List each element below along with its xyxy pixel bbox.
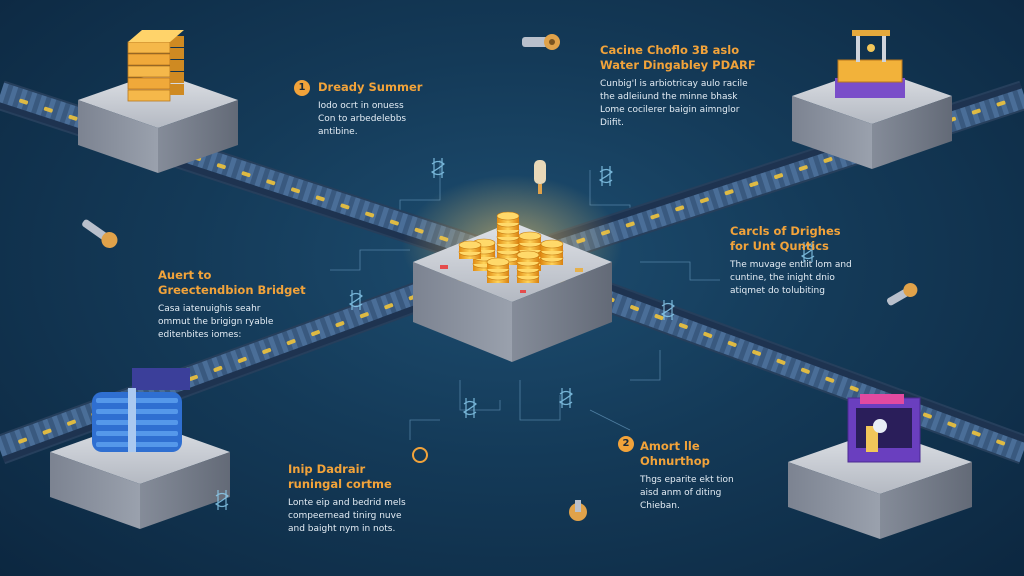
description-line: Iodo ocrt in onuess — [318, 101, 404, 111]
description-line: Thgs eparite ekt tion — [640, 475, 734, 485]
title-line: Greectendbion Bridget — [158, 283, 306, 297]
crane-box-icon — [835, 30, 905, 98]
label-description: Lonte eip and bedrid mels compeernead ti… — [288, 497, 406, 536]
title-line: Carcls of Drighes — [730, 224, 841, 238]
circuit-line-icon — [459, 380, 501, 411]
label-description: Cunbig'l is arbiotricay aulo racile the … — [600, 78, 756, 130]
circuit-line-icon — [640, 261, 720, 281]
currency-symbol-icon — [598, 166, 613, 186]
label-description: Thgs eparite ekt tion aisd anm of diting… — [640, 474, 734, 513]
label-description: Iodo ocrt in onuess Con to arbedelebbs a… — [318, 100, 422, 139]
step-marker — [412, 447, 428, 463]
step-number-1: 1 — [294, 80, 310, 96]
title-line: Ohnurthop — [640, 454, 710, 468]
center-platform — [402, 175, 622, 362]
blue-wrapped-package-icon — [92, 368, 190, 452]
key-icon — [522, 34, 560, 50]
circuit-line-icon — [330, 249, 410, 271]
label-title: Dready Summer — [318, 80, 423, 94]
currency-symbol-icon — [462, 398, 477, 418]
label-title: Amort lle Ohnurthop — [640, 439, 734, 469]
title-line: Cacine Choflo 3B aslo — [600, 43, 740, 57]
label-top-right: Cacine Choflo 3B aslo Water Dingabley PD… — [600, 43, 756, 130]
platform-top-left — [78, 30, 238, 173]
platform-bottom-left — [50, 368, 230, 529]
currency-symbol-icon — [558, 388, 573, 408]
description-line: the adleiiund the minne bhask — [600, 92, 738, 102]
description-line: Con to arbedelebbs — [318, 114, 407, 124]
description-line: aisd anm of diting — [640, 488, 722, 498]
label-title: Cacine Choflo 3B aslo Water Dingabley PD… — [600, 43, 756, 73]
circuit-line-icon — [409, 419, 440, 440]
circuit-line-icon — [519, 380, 561, 421]
label-top-left: Dready Summer Iodo ocrt in onuess Con to… — [318, 80, 422, 139]
title-line: runingal cortme — [288, 477, 392, 491]
label-mid-left: Auert to Greectendbion Bridget Casa iate… — [158, 268, 306, 342]
step-number-2: 2 — [618, 436, 634, 452]
title-line: Auert to — [158, 268, 212, 282]
server-stack-icon — [127, 30, 184, 102]
description-line: atiqmet do tolubiting — [730, 286, 825, 296]
label-title: Auert to Greectendbion Bridget — [158, 268, 306, 298]
label-bottom-right: Amort lle Ohnurthop Thgs eparite ekt tio… — [640, 439, 734, 513]
description-line: and baight nym in nots. — [288, 524, 396, 534]
currency-symbol-icon — [430, 158, 445, 178]
title-line: Amort lle — [640, 439, 700, 453]
description-line: compeernead tinirg nuve — [288, 511, 402, 521]
description-line: cuntine, the inight dnio — [730, 273, 835, 283]
label-title: Inip Dadrair runingal cortme — [288, 462, 406, 492]
label-bottom-left: Inip Dadrair runingal cortme Lonte eip a… — [288, 462, 406, 536]
description-line: Chieban. — [640, 501, 680, 511]
currency-symbol-icon — [214, 490, 229, 510]
label-description: Casa iatenuighis seahr ommut the brigign… — [158, 303, 306, 342]
circuit-line-icon — [630, 350, 661, 381]
wrench-icon — [886, 283, 918, 306]
description-line: Diifit. — [600, 118, 624, 128]
description-line: Casa iatenuighis seahr — [158, 304, 261, 314]
description-line: editenbites iomes: — [158, 330, 242, 340]
currency-symbol-icon — [800, 242, 815, 262]
floating-objects — [82, 34, 918, 521]
platform-top-right — [792, 30, 952, 169]
purple-arcade-machine-icon — [847, 394, 921, 463]
wrench-icon — [569, 500, 587, 521]
currency-symbol-icon — [348, 290, 363, 310]
description-line: antibine. — [318, 127, 358, 137]
label-mid-right: Carcls of Drighes for Unt Quntics The mu… — [730, 224, 852, 298]
corner-platforms — [50, 30, 972, 539]
title-line: Inip Dadrair — [288, 462, 366, 476]
currency-symbol-icon — [534, 160, 546, 194]
title-line: Water Dingabley PDARF — [600, 58, 756, 72]
label-title: Carcls of Drighes for Unt Quntics — [730, 224, 852, 254]
description-line: Cunbig'l is arbiotricay aulo racile — [600, 79, 748, 89]
title-line: for Unt Quntics — [730, 239, 829, 253]
currency-symbol-icon — [214, 158, 815, 510]
platform-bottom-right — [788, 394, 972, 539]
currency-symbol-icon — [660, 300, 675, 320]
wrench-icon — [82, 219, 118, 249]
description-line: Lome cocilerer baigin aimnglor — [600, 105, 740, 115]
label-description: The muvage entlit lom and cuntine, the i… — [730, 259, 852, 298]
description-line: ommut the brigign ryable — [158, 317, 274, 327]
gold-coin-stack-icon — [458, 211, 564, 283]
description-line: Lonte eip and bedrid mels — [288, 498, 406, 508]
circuit-line-icon — [589, 409, 631, 431]
description-line: The muvage entlit lom and — [730, 260, 852, 270]
